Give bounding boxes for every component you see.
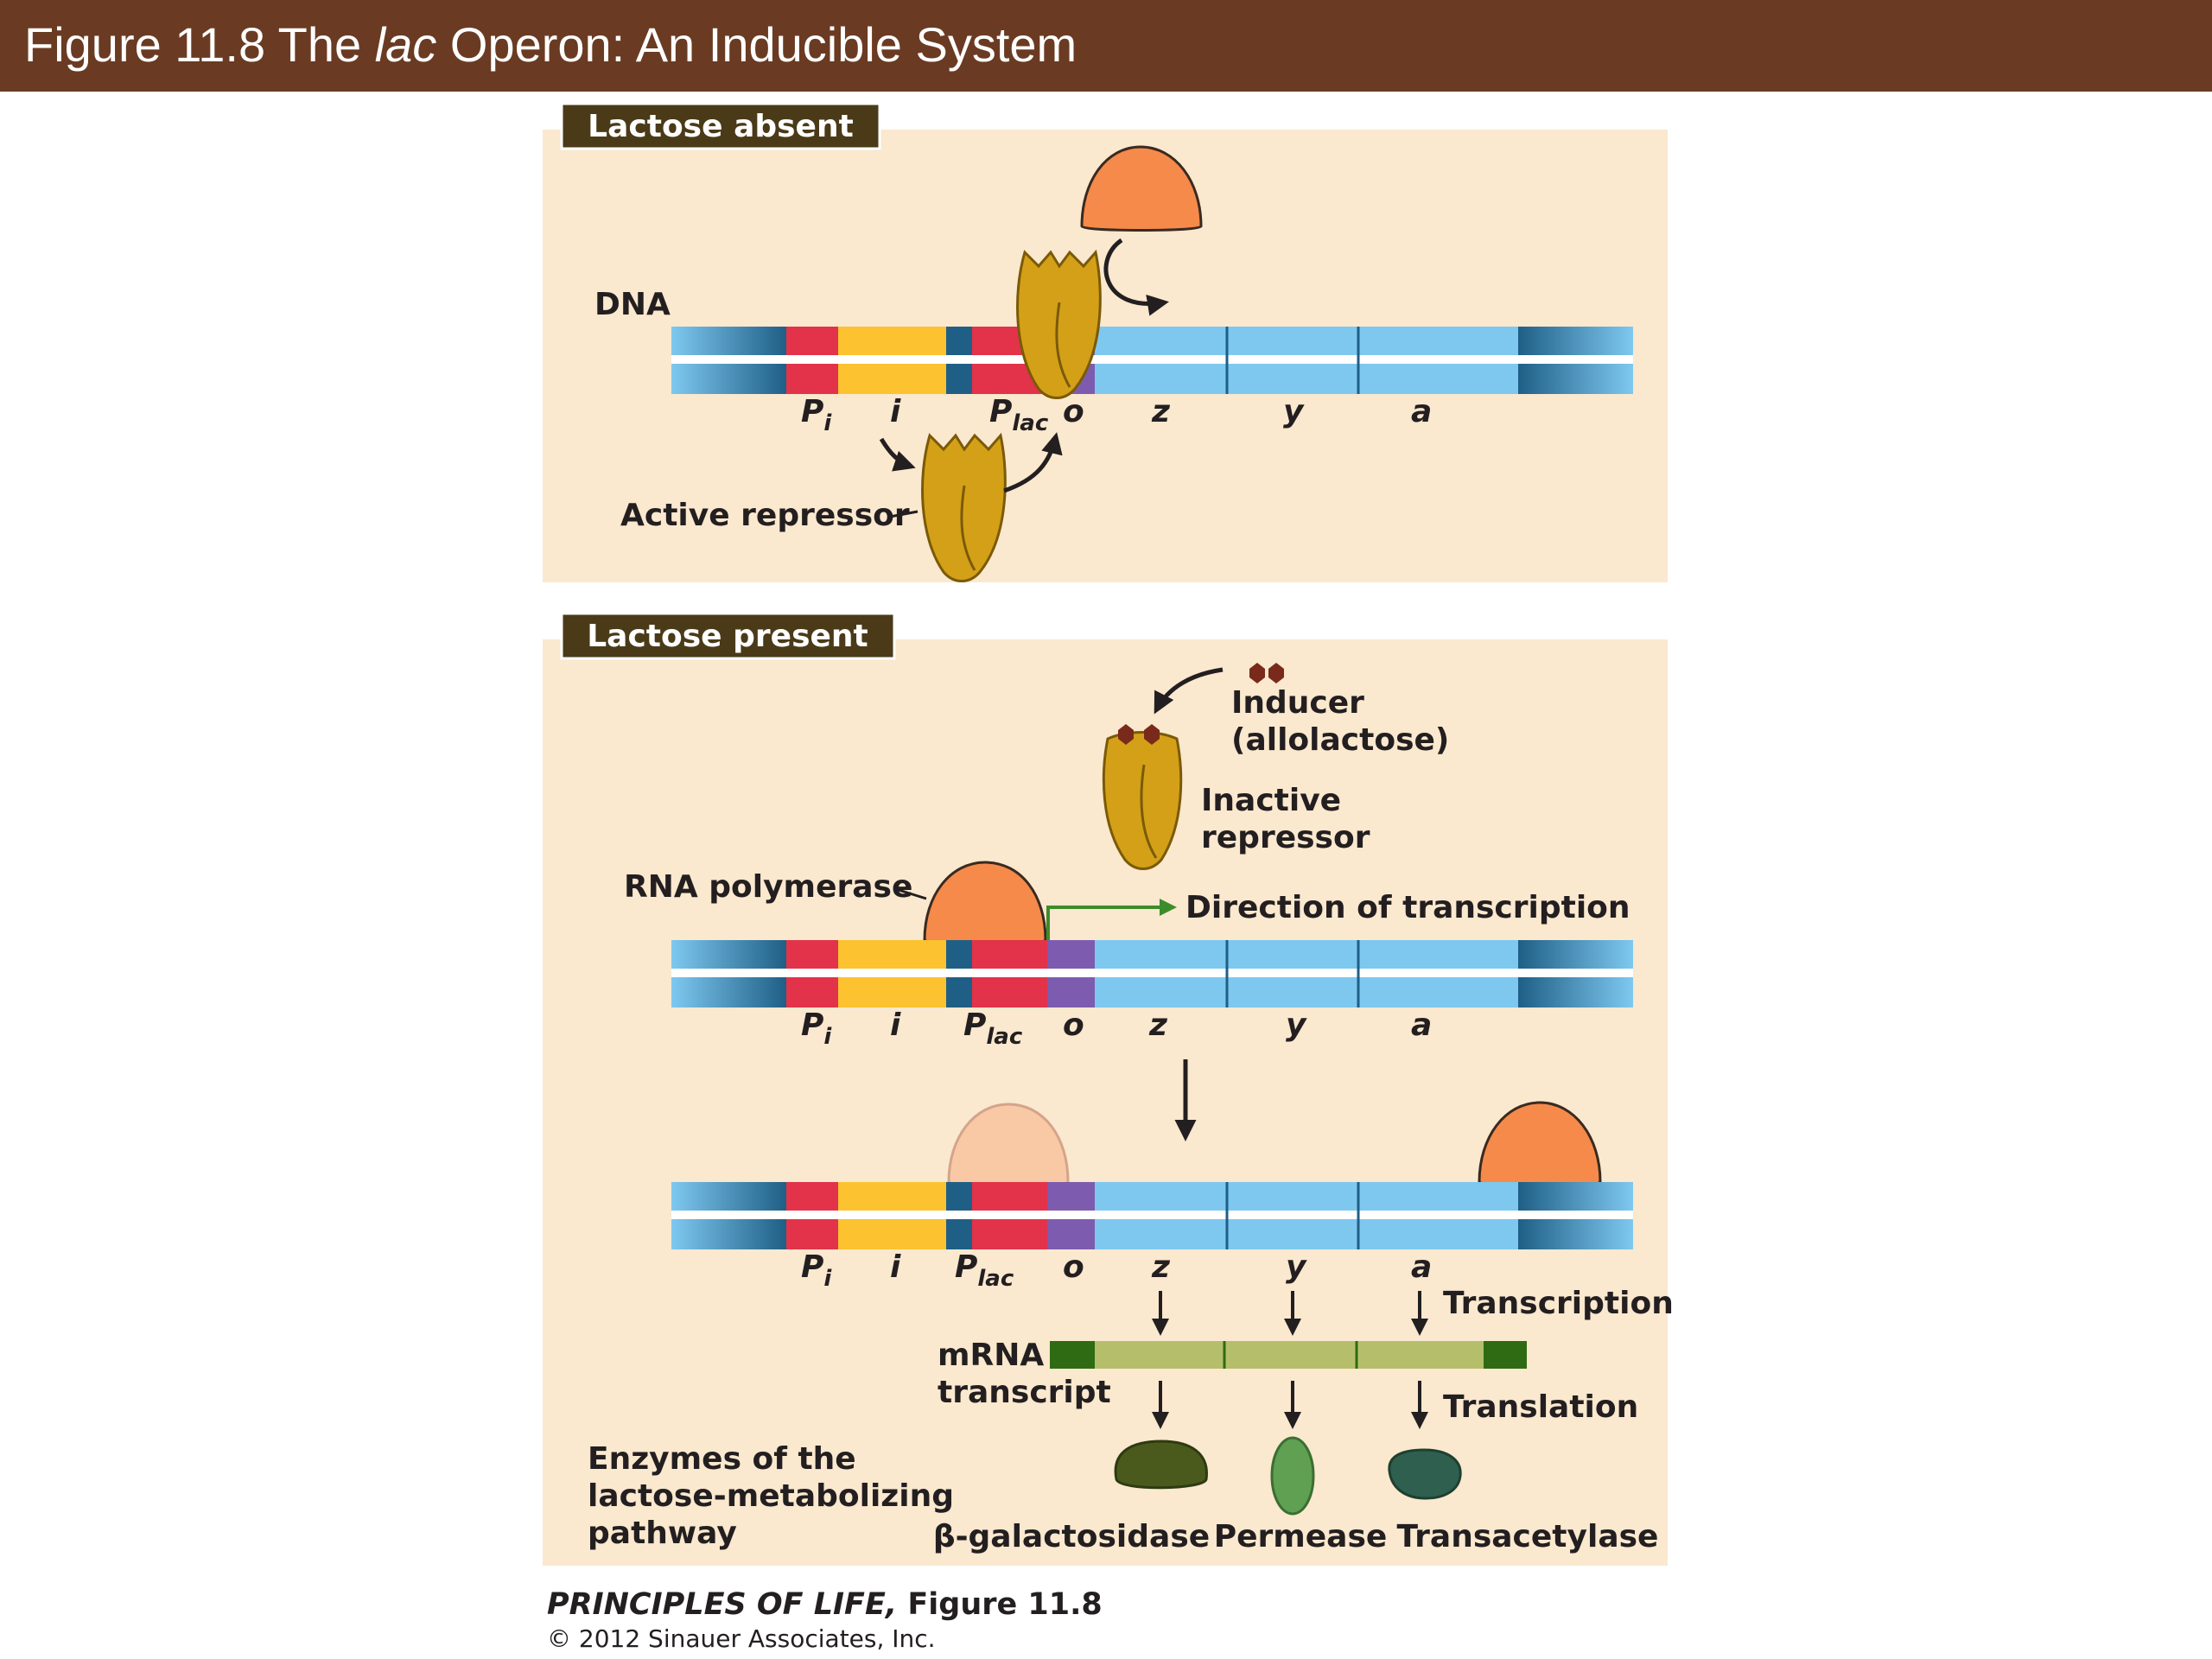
- repressor-bound: [1016, 251, 1102, 399]
- transacetylase-shape: [1388, 1448, 1462, 1500]
- inactive-repressor-label: Inactive: [1201, 783, 1341, 818]
- dna-strand-1: [670, 325, 1635, 396]
- gene-label-y: y: [1286, 1249, 1307, 1285]
- polymerase-release-arrow: [1103, 238, 1169, 316]
- gene-label-pi: Pi: [801, 394, 832, 436]
- gene-label-y: y: [1283, 394, 1305, 429]
- footer-copyright: © 2012 Sinauer Associates, Inc.: [547, 1624, 936, 1653]
- inducer-arrow: [1154, 667, 1224, 715]
- mrna-label-2: transcript: [938, 1375, 1111, 1410]
- repressor-binds-arrow: [1003, 432, 1063, 493]
- dna-label: DNA: [594, 287, 671, 322]
- gene-label-pi: Pi: [801, 1007, 832, 1050]
- direction-arrow: [1046, 899, 1177, 940]
- gene-label-z: z: [1151, 1249, 1171, 1285]
- repressor-made-arrow: [879, 437, 916, 472]
- gene-label-y: y: [1286, 1007, 1307, 1043]
- permease-label: Permease: [1214, 1519, 1388, 1554]
- rna-polymerase-free: [1080, 145, 1203, 232]
- inactive-repressor-label-2: repressor: [1201, 820, 1370, 855]
- rna-polymerase-label: RNA polymerase: [624, 869, 912, 905]
- rna-polymerase-leader: [898, 888, 927, 900]
- enzymes-label: Enzymes of the: [588, 1441, 856, 1477]
- enzymes-label-3: pathway: [588, 1516, 737, 1551]
- gene-label-o: o: [1063, 1007, 1084, 1043]
- gene-label-plac: Plac: [989, 394, 1049, 436]
- direction-label: Direction of transcription: [1185, 890, 1630, 925]
- tag-lactose-absent: Lactose absent: [560, 102, 881, 150]
- transcription-label: Transcription: [1443, 1286, 1674, 1321]
- mrna-transcript: [1050, 1341, 1527, 1369]
- gene-label-o: o: [1063, 1249, 1084, 1285]
- gene-label-o: o: [1063, 394, 1084, 429]
- gene-label-a: a: [1411, 394, 1432, 429]
- gene-label-a: a: [1411, 1249, 1432, 1285]
- tag-lactose-absent-text: Lactose absent: [588, 109, 854, 144]
- dna-strand-3: [670, 1180, 1635, 1251]
- footer-book-title: PRINCIPLES OF LIFE, Figure 11.8: [547, 1587, 1103, 1622]
- tag-lactose-present: Lactose present: [560, 612, 896, 660]
- gene-label-i: i: [890, 1249, 901, 1285]
- gene-label-a: a: [1411, 1007, 1432, 1043]
- active-repressor-label: Active repressor: [620, 498, 910, 533]
- gene-labels-3: Pi i Plac o z y a: [801, 1249, 1432, 1292]
- active-repressor-leader: [889, 510, 918, 518]
- mrna-label: mRNA: [938, 1338, 1044, 1373]
- gene-label-plac: Plac: [955, 1249, 1014, 1292]
- title-bar: Figure 11.8 The lac Operon: An Inducible…: [0, 0, 2212, 92]
- gene-label-i: i: [890, 394, 901, 429]
- beta-galactosidase-label: β-galactosidase: [933, 1519, 1210, 1554]
- beta-galactosidase-shape: [1114, 1440, 1208, 1490]
- translation-label: Translation: [1443, 1389, 1638, 1425]
- gene-labels-1: Pi i Plac o z y a: [801, 394, 1432, 436]
- transacetylase-label: Transacetylase: [1397, 1519, 1659, 1554]
- translation-arrows: [1152, 1381, 1428, 1429]
- title-italic: lac: [374, 17, 437, 72]
- page-title: Figure 11.8 The lac Operon: An Inducible…: [24, 19, 1077, 71]
- inactive-repressor: [1102, 724, 1183, 870]
- title-prefix: Figure 11.8 The: [24, 17, 375, 72]
- gene-label-i: i: [890, 1007, 901, 1043]
- transcription-arrows: [1152, 1291, 1428, 1336]
- dna-strand-2: [670, 938, 1635, 1009]
- permease-shape: [1270, 1436, 1315, 1516]
- inducer-label-2: (allolactose): [1231, 722, 1449, 758]
- tag-lactose-present-text: Lactose present: [587, 619, 868, 654]
- title-suffix: Operon: An Inducible System: [436, 17, 1077, 72]
- gene-label-plac: Plac: [963, 1007, 1023, 1050]
- gene-label-z: z: [1148, 1007, 1168, 1043]
- inducer-label: Inducer: [1231, 685, 1364, 721]
- active-repressor: [921, 434, 1007, 582]
- enzymes-label-2: lactose-metabolizing: [588, 1478, 954, 1514]
- gene-labels-2: Pi i Plac o z y a: [801, 1007, 1432, 1050]
- inducer-molecule: [1249, 663, 1284, 683]
- gene-label-pi: Pi: [801, 1249, 832, 1292]
- gene-label-z: z: [1151, 394, 1171, 429]
